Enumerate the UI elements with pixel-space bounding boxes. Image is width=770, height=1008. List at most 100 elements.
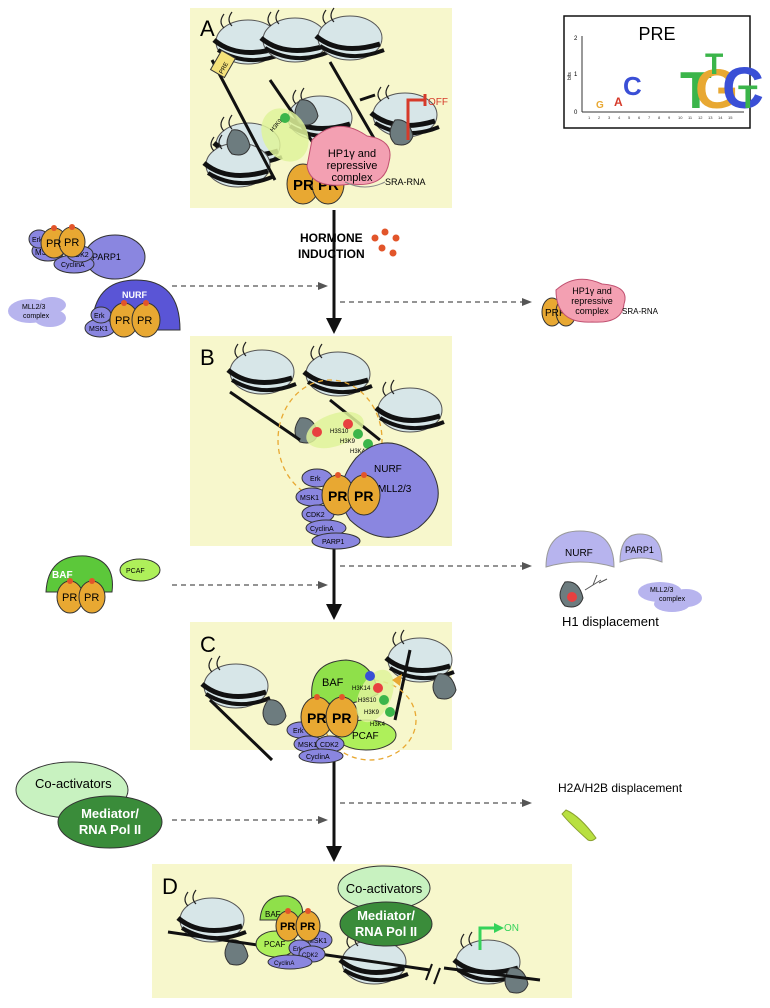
- left-complex-1: PARP1 MSK1 Erk CyclinA CDK2 PR PR: [28, 224, 146, 280]
- sra-rna-label-a: SRA-RNA: [385, 177, 426, 187]
- cdk2-b-label: CDK2: [306, 512, 325, 519]
- svg-text:2: 2: [598, 115, 601, 120]
- panel-a-letter: A: [200, 16, 215, 41]
- nurf-right: [545, 530, 615, 568]
- pcaf-c-label: PCAF: [352, 731, 379, 742]
- baf-d-label: BAF: [265, 910, 281, 919]
- mll-left-line2: complex: [23, 313, 50, 320]
- hp1-complex-right: [555, 278, 626, 323]
- pre-box-label: PRE: [219, 62, 230, 76]
- svg-text:12: 12: [698, 115, 703, 120]
- svg-text:15: 15: [728, 115, 733, 120]
- erk-left-2-label: Erk: [94, 313, 105, 320]
- erk-c-label: Erk: [293, 728, 304, 735]
- pre-box: [209, 49, 237, 79]
- parp1-right: [619, 533, 663, 563]
- h3k9-mark-c: [379, 695, 389, 705]
- hp1-line1-a: HP1γ and: [328, 148, 376, 160]
- panel-c-tail-highlight: [356, 669, 394, 723]
- h3k4-label-b: H3K4: [350, 449, 366, 455]
- h3k9-mark-a: [280, 113, 290, 123]
- mediator-d: [339, 901, 433, 947]
- pr-c2-label: PR: [332, 710, 351, 726]
- motif-glyph-t1: T: [680, 62, 712, 120]
- motif-glyph-a: A: [614, 95, 623, 109]
- svg-text:11: 11: [688, 115, 693, 120]
- svg-text:1: 1: [588, 115, 591, 120]
- panel-d: D BAF PCAF MSK1 Erk CDK2 CyclinA PR PR C…: [152, 864, 572, 998]
- mll-blob-3: [34, 309, 66, 327]
- cyclina-c: [298, 748, 344, 764]
- motif-title: PRE: [638, 24, 675, 44]
- svg-text:5: 5: [628, 115, 631, 120]
- h3k9-label-c: H3K9: [364, 710, 380, 716]
- cdk2-d-label: CDK2: [302, 953, 319, 959]
- motif-glyph-c2: C: [722, 56, 764, 121]
- svg-text:9: 9: [668, 115, 671, 120]
- coact-d-label: Co-activators: [346, 881, 423, 896]
- h3-tail-highlight: [261, 108, 309, 162]
- motif-glyph-g1: G: [596, 100, 604, 111]
- cyclina-d-label: CyclinA: [274, 961, 294, 967]
- pr-d2-label: PR: [300, 921, 315, 933]
- pr-left3-label: PR: [115, 315, 130, 327]
- svg-text:7: 7: [648, 115, 651, 120]
- hp1-right-line3: complex: [575, 306, 609, 316]
- motif-glyph-g2: G: [695, 57, 739, 120]
- pr-a1-label: PR: [293, 177, 314, 194]
- panel-c: C BAF PCAF Erk MSK1 CDK2 CyclinA PR PR H…: [190, 622, 457, 764]
- left-nurf-complex: NURF MSK1 Erk PR PR: [84, 279, 181, 338]
- erk-left-label: Erk: [32, 237, 43, 244]
- msk1-c-label: MSK1: [298, 742, 317, 749]
- msk1-d-label: MSK1: [308, 938, 327, 945]
- h2a-h2b-icon: [561, 809, 597, 842]
- hormone-dots: [371, 228, 400, 257]
- hp1-line3-a: complex: [332, 172, 373, 184]
- hp1-right-line1: HP1γ and: [572, 286, 612, 296]
- motif-ytick-0: 0: [574, 110, 578, 116]
- h1-p-mark: [312, 427, 322, 437]
- mll-right-line2: complex: [659, 596, 686, 603]
- nurf-label-b: NURF: [374, 464, 402, 475]
- panel-d-letter: D: [162, 874, 178, 899]
- hp1-line2-a: repressive: [327, 160, 378, 172]
- h3s10-label-b: H3S10: [330, 429, 349, 435]
- cyclina-d: [267, 954, 313, 970]
- h3k4-mark-b: [363, 439, 373, 449]
- h3s10-label-c: H3S10: [358, 698, 377, 704]
- baf-c-label: BAF: [322, 677, 344, 689]
- pr-left6-label: PR: [84, 592, 99, 604]
- mll-label-b: MLL2/3: [378, 484, 412, 495]
- motif-ylabel: bits: [567, 72, 573, 80]
- svg-text:6: 6: [638, 115, 641, 120]
- parp1-b: [311, 532, 361, 550]
- h1-p-released: [567, 592, 577, 602]
- h3s10-mark-b: [343, 419, 353, 429]
- on-label: ON: [504, 923, 519, 934]
- mll-left-line1: MLL2/3: [22, 304, 45, 311]
- mediator-d-line2: RNA Pol II: [355, 924, 417, 939]
- h3k14-label-c: H3K14: [352, 686, 371, 692]
- nurf-right-label: NURF: [565, 548, 593, 559]
- mediator-left: [57, 795, 163, 849]
- panel-a: A PRE H3K9 PR PR HP1γ and repressive com…: [190, 8, 452, 208]
- pcaf-left: [119, 558, 161, 582]
- left-baf-complex: BAF PR PR: [45, 555, 113, 614]
- erk-b-label: Erk: [310, 476, 321, 483]
- left-coactivators: Co-activators Mediator/ RNA Pol II: [15, 761, 163, 849]
- pr-d1-label: PR: [280, 921, 295, 933]
- hormone-line2: INDUCTION: [298, 247, 365, 261]
- mll-right-3: [654, 596, 690, 612]
- baf-left-label: BAF: [52, 570, 73, 581]
- sra-right-label: SRA-RNA: [622, 307, 659, 316]
- motif-glyph-c: C: [623, 71, 642, 101]
- off-promoter-icon: [406, 94, 427, 140]
- h3k14-mark-c: [365, 671, 375, 681]
- mediator-left-line2: RNA Pol II: [79, 822, 141, 837]
- h3s10-mark-c: [373, 683, 383, 693]
- parp1-b-label: PARP1: [322, 539, 345, 546]
- pr-c1-label: PR: [307, 710, 326, 726]
- motif-position-ticks: 1 2 3 4 5 6 7 8 9 10 11 12 13 14 15: [588, 115, 733, 120]
- pre-motif-logo: PRE 2 1 0 bits G A C T G T C T 1 2 3 4 5…: [563, 15, 764, 129]
- motif-glyph-t2: T: [705, 48, 723, 81]
